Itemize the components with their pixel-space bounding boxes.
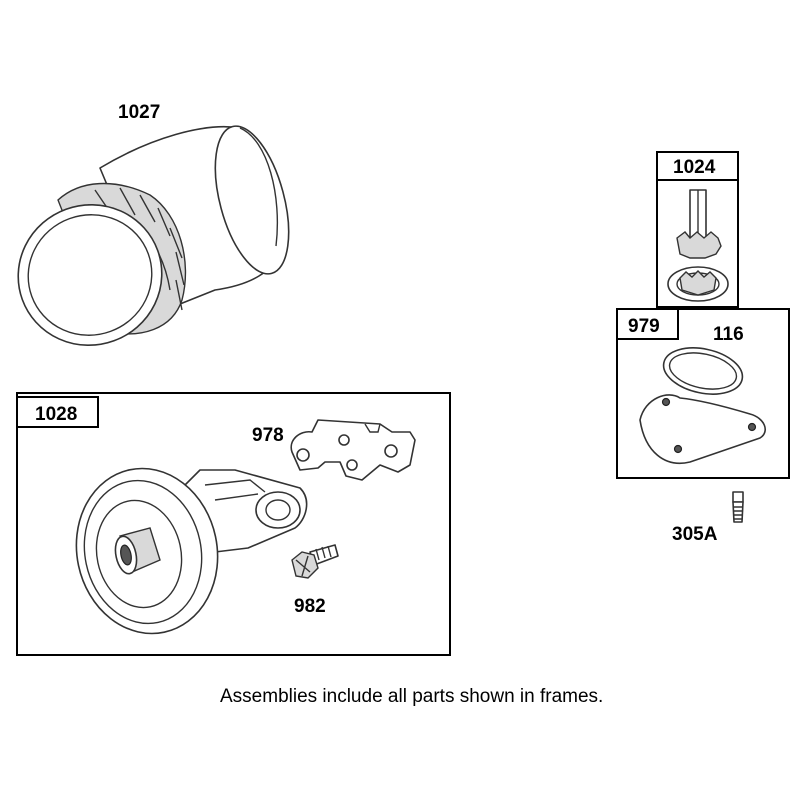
- pump-cover-drawing: [639, 394, 766, 464]
- bracket-drawing: [290, 419, 416, 481]
- cover-frame-label: 979: [628, 316, 660, 337]
- oil-filter-label: 1027: [118, 102, 160, 123]
- screw-label: 305A: [672, 524, 718, 545]
- cover-frame: [616, 308, 790, 479]
- screw-drawing: [732, 491, 744, 523]
- oil-pump-frame-label: 1024: [673, 157, 716, 178]
- oil-pump-rotor-drawing: [667, 189, 729, 302]
- oil-pump-frame: [656, 151, 739, 308]
- adapter-frame: [16, 392, 451, 656]
- fitting-label: 982: [294, 596, 326, 617]
- o-ring-drawing: [662, 347, 744, 395]
- filter-adapter-drawing: [75, 467, 308, 635]
- fitting-drawing: [291, 544, 339, 579]
- assembly-note: Assemblies include all parts shown in fr…: [220, 686, 603, 707]
- adapter-frame-label: 1028: [35, 404, 77, 425]
- oil-filter-drawing: [17, 125, 290, 347]
- o-ring-label: 116: [713, 324, 744, 345]
- bracket-label: 978: [252, 425, 284, 446]
